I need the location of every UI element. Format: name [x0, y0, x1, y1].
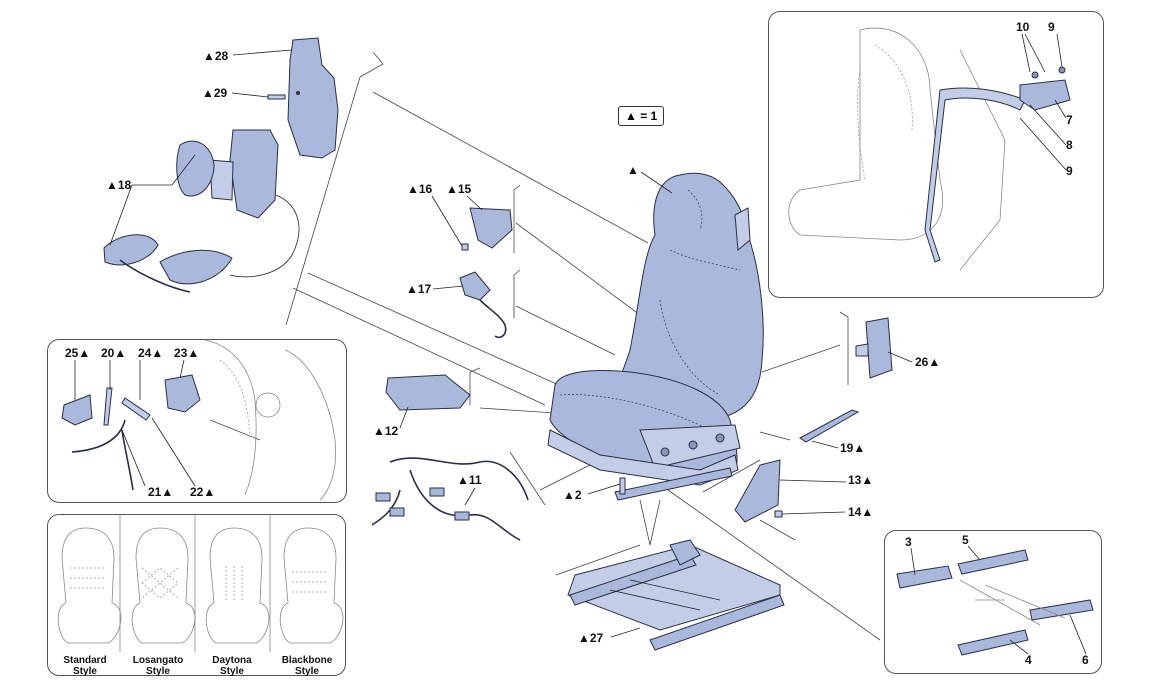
callout-9-bottom: 9	[1066, 164, 1073, 178]
part-27-seat-frame	[567, 539, 785, 651]
part-16-screw	[461, 243, 469, 251]
style-suffix: Style	[73, 666, 97, 677]
callout-14: 14▲	[848, 505, 874, 519]
legend-box: ▲ = 1	[618, 106, 665, 126]
style-suffix: Style	[220, 666, 244, 677]
part-19-trim-strip	[799, 409, 860, 443]
callout-21: 21▲	[148, 485, 174, 499]
style-name: Daytona	[212, 655, 252, 666]
part-29-screw	[267, 94, 286, 100]
callout-5: 5	[962, 533, 969, 547]
style-caption-losangato: Losangato Style	[122, 655, 194, 677]
trim-panel-parts	[61, 339, 337, 501]
callout-20: 20▲	[101, 346, 127, 360]
callout-11: ▲11	[457, 473, 482, 487]
rails-detail-panel	[884, 530, 1102, 674]
callout-16: ▲16	[407, 182, 433, 196]
leader-lines	[74, 33, 1087, 655]
callout-23: 23▲	[174, 346, 200, 360]
part-17-buckle	[459, 271, 507, 339]
callout-17: ▲17	[406, 282, 432, 296]
style-suffix: Style	[146, 666, 170, 677]
style-caption-blackbone: Blackbone Style	[271, 655, 343, 677]
part-11-wiring-harness	[371, 457, 529, 541]
callout-13: 13▲	[848, 473, 874, 487]
style-suffix: Style	[295, 666, 319, 677]
callout-22: 22▲	[190, 485, 216, 499]
part-12-control-module	[385, 374, 471, 411]
callout-25: 25▲	[65, 346, 91, 360]
callout-9-top: 9	[1048, 20, 1055, 34]
seat-styles-panel	[47, 514, 346, 676]
callout-19: 19▲	[840, 441, 866, 455]
part-2-bolt	[619, 477, 626, 495]
callout-12: ▲12	[373, 424, 399, 438]
part-14-screw	[774, 510, 783, 518]
guide-lines	[209, 51, 881, 641]
callout-6: 6	[1082, 653, 1089, 667]
callout-24: 24▲	[138, 346, 164, 360]
callout-3: 3	[905, 535, 912, 549]
callout-10: 10	[1016, 20, 1030, 34]
callout-4: 4	[1025, 653, 1032, 667]
part-15-cover	[469, 207, 513, 249]
style-name: Blackbone	[281, 655, 333, 666]
part-18-lumbar-unit	[103, 129, 300, 293]
style-caption-daytona: Daytona Style	[196, 655, 268, 677]
style-seat-outlines	[57, 514, 344, 652]
style-name: Losangato	[132, 655, 184, 666]
callout-seat: ▲	[627, 163, 639, 177]
callout-28: ▲28	[203, 49, 229, 63]
callout-2: ▲2	[563, 488, 582, 502]
main-seat	[547, 172, 764, 501]
style-name: Standard	[63, 655, 107, 666]
part-28-back-panel	[287, 37, 339, 159]
callout-8: 8	[1066, 138, 1073, 152]
style-caption-standard: Standard Style	[50, 655, 120, 677]
rails-panel-drawing	[896, 549, 1094, 656]
part-13-bracket	[734, 459, 781, 523]
trim-parts-panel	[47, 339, 347, 503]
callout-29: ▲29	[202, 86, 228, 100]
part-26-motor	[855, 317, 893, 379]
callout-15: ▲15	[446, 182, 472, 196]
callout-18: ▲18	[106, 178, 132, 192]
callout-7: 7	[1066, 113, 1073, 127]
callout-27: ▲27	[578, 631, 604, 645]
callout-26: 26▲	[915, 355, 941, 369]
seatbelt-panel-drawing	[788, 27, 1071, 271]
